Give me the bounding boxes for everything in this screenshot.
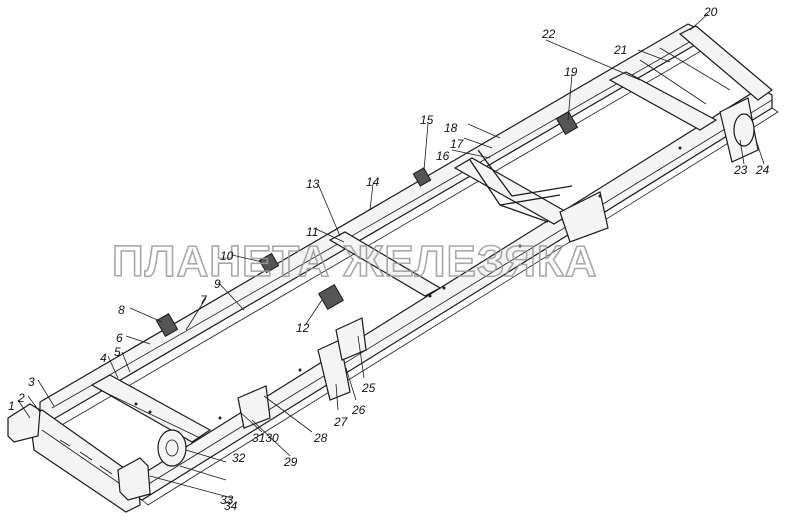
front-tow-hook-left [7, 403, 41, 443]
callout-19: 19 [564, 65, 578, 79]
callout-17: 17 [450, 137, 465, 151]
callout-21: 21 [613, 43, 627, 57]
front-hanger-disc [157, 429, 187, 467]
spring-bracket-1 [155, 313, 179, 337]
callout-labels: 1 2 3 4 5 6 7 8 9 10 11 12 13 14 15 16 1… [8, 5, 770, 513]
callout-32: 32 [232, 451, 246, 465]
callout-20: 20 [703, 5, 718, 19]
callout-26: 26 [351, 403, 366, 417]
callout-14: 14 [366, 175, 380, 189]
frame-drawing [7, 23, 779, 513]
callout-34: 34 [224, 499, 238, 513]
callout-8: 8 [118, 303, 125, 317]
rear-hanger-disc [733, 113, 755, 147]
callout-11: 11 [306, 225, 318, 239]
callout-29: 29 [283, 455, 298, 469]
callout-24: 24 [755, 163, 770, 177]
spring-bracket-6 [335, 317, 367, 361]
callout-23: 23 [733, 163, 748, 177]
spring-bracket-2 [258, 252, 280, 274]
callout-12: 12 [296, 321, 310, 335]
spring-bracket-8 [559, 191, 609, 243]
center-bracket [318, 284, 344, 310]
callout-1: 1 [8, 399, 15, 413]
callout-6: 6 [116, 331, 123, 345]
cross-member-2 [90, 374, 212, 443]
callout-15: 15 [420, 113, 434, 127]
callout-18: 18 [444, 121, 458, 135]
rivets [134, 146, 682, 420]
spring-bracket-4 [555, 111, 579, 135]
cross-member-3 [328, 231, 442, 297]
front-tow-hook-right [117, 457, 151, 501]
callout-27: 27 [333, 415, 349, 429]
callout-10: 10 [220, 249, 234, 263]
cross-member-5 [608, 71, 718, 131]
rear-cross-member [678, 25, 773, 101]
callout-13: 13 [306, 177, 320, 191]
callout-16: 16 [436, 149, 450, 163]
callout-25: 25 [361, 381, 376, 395]
watermark-text: ПЛАНЕТА ЖЕЛЕЗЯКА [112, 237, 598, 286]
cross-member-4 [453, 157, 572, 225]
callout-28: 28 [313, 431, 328, 445]
callout-3130: 3130 [252, 431, 279, 445]
leader-lines [17, 13, 765, 499]
spring-bracket-3 [412, 167, 432, 187]
callout-33: 33 [220, 493, 234, 507]
callout-5: 5 [114, 345, 121, 359]
callout-2: 2 [17, 391, 25, 405]
callout-7: 7 [200, 293, 208, 307]
callout-9: 9 [214, 277, 221, 291]
callout-4: 4 [100, 351, 107, 365]
callout-22: 22 [541, 27, 556, 41]
callout-3: 3 [28, 375, 35, 389]
front-cross-member [29, 409, 141, 513]
